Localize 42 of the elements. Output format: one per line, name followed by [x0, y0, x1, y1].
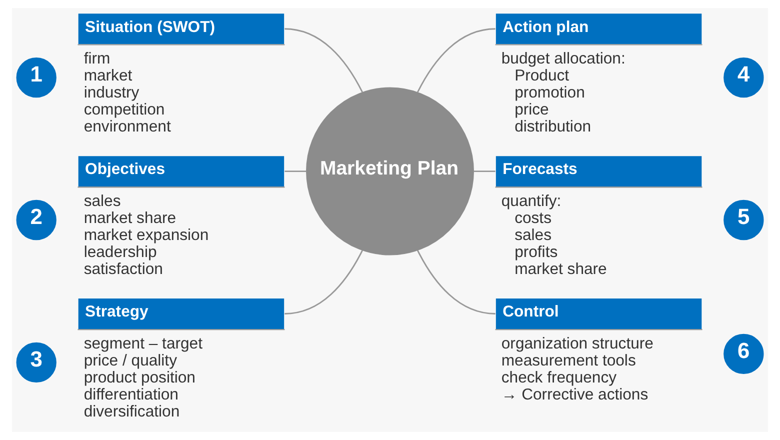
- node-label: competition: [84, 102, 165, 119]
- node-label: check frequency: [501, 369, 617, 386]
- node-label: firm: [84, 50, 110, 68]
- node-label: market expansion: [84, 226, 209, 244]
- connector: [416, 250, 496, 314]
- node-label: → Corrective actions: [501, 386, 648, 404]
- node-circle: 4: [724, 57, 764, 98]
- node-circle: 5: [724, 200, 764, 240]
- node-label: segment – target: [84, 335, 202, 352]
- connector: [416, 28, 496, 93]
- node-label: organization structure: [501, 335, 654, 352]
- node-label: market share: [84, 210, 176, 227]
- connector: [284, 170, 306, 172]
- node-label: differentiation: [84, 386, 178, 404]
- connector: [474, 170, 496, 172]
- node-label: promotion: [514, 84, 585, 102]
- node-label: measurement tools: [501, 352, 636, 370]
- node-label: sales: [514, 226, 552, 244]
- node-label: budget allocation:: [501, 50, 626, 68]
- node-label: product position: [84, 369, 196, 386]
- node-label: leadership: [84, 244, 157, 262]
- node-label: distribution: [514, 118, 592, 136]
- node-label: costs: [514, 210, 552, 227]
- node-label: Product: [514, 67, 570, 84]
- node-circle: 2: [16, 200, 56, 240]
- node-label: price: [514, 102, 549, 119]
- node-label: price / quality: [84, 352, 177, 370]
- connector: [284, 250, 364, 314]
- node-label: sales: [84, 192, 121, 210]
- node-circle: 6: [724, 334, 764, 374]
- node-label: diversification: [84, 403, 180, 420]
- node-label: industry: [84, 84, 140, 102]
- node-label: market share: [514, 261, 607, 278]
- connector: [284, 28, 364, 93]
- node-circle: 1: [16, 57, 56, 98]
- node-circle: 3: [16, 342, 56, 383]
- node-label: market: [84, 67, 132, 84]
- node-label: environment: [84, 118, 171, 136]
- node-label: satisfaction: [84, 261, 163, 278]
- node-label: quantify:: [501, 192, 562, 210]
- node-circle: Marketing Plan: [306, 87, 474, 256]
- node-label: profits: [514, 244, 558, 262]
